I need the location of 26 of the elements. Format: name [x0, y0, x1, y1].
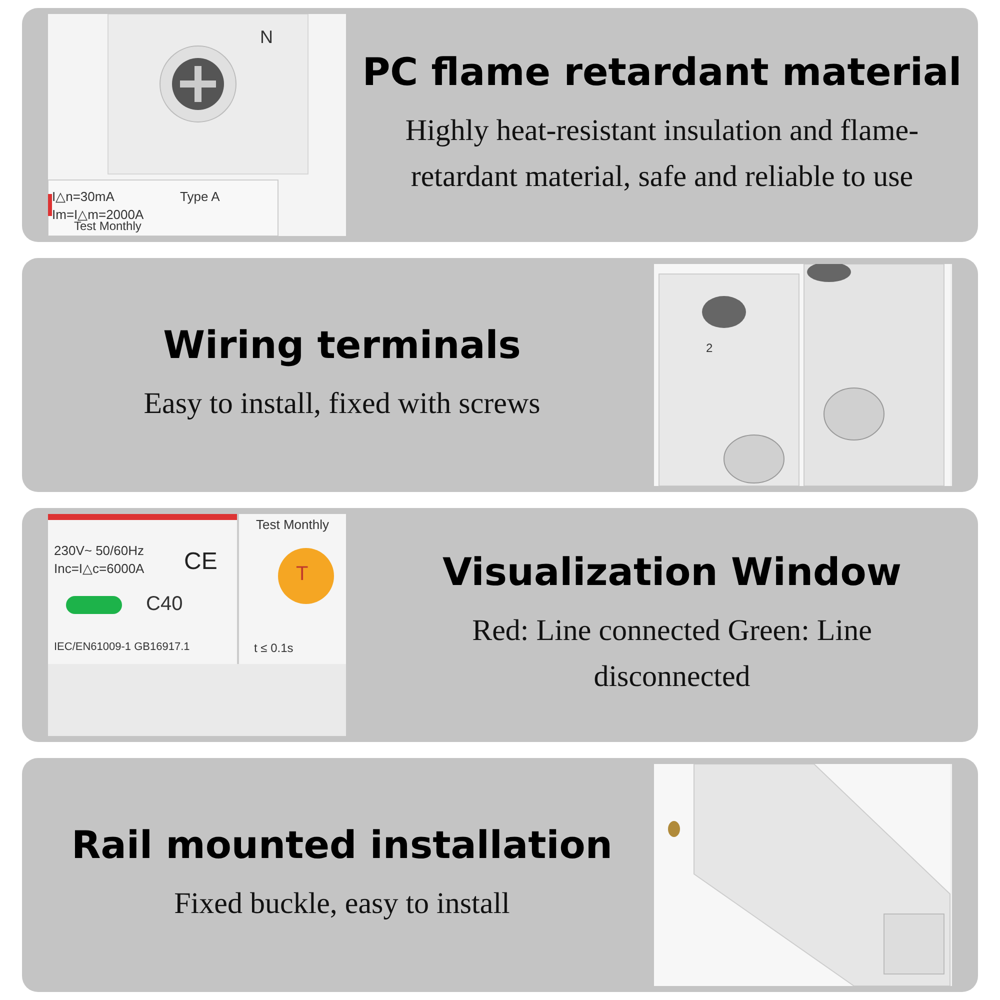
test-text: Test Monthly — [74, 220, 142, 232]
certification-mark: CE — [184, 550, 218, 574]
feature-heading: PC flame retardant material — [362, 50, 962, 94]
rating-text: Inc=I△c=6000A — [54, 562, 144, 575]
standard-text: IEC/EN61009-1 GB16917.1 — [54, 642, 190, 653]
test-button-letter: T — [296, 564, 308, 584]
feature-panel — [22, 758, 978, 992]
feature-panel — [22, 8, 978, 242]
feature-panel — [22, 508, 978, 742]
terminal-letter: N — [260, 28, 273, 46]
feature-description: Red: Line connected Green: Line disconnected — [471, 612, 873, 695]
feature-description: Easy to install, fixed with screws — [144, 386, 540, 422]
feature-heading: Rail mounted installation — [72, 822, 612, 867]
rating-text: I△n=30mA — [52, 190, 114, 203]
terminal-number: 2 — [706, 342, 713, 354]
trip-time-text: t ≤ 0.1s — [254, 642, 294, 654]
rating-text: Type A — [180, 190, 220, 203]
rating-text: Im=I△m=2000A — [52, 208, 144, 221]
feature-heading: Visualization Window — [442, 550, 902, 594]
feature-heading: Wiring terminals — [163, 322, 521, 367]
feature-panel — [22, 258, 978, 492]
rating-text: 230V~ 50/60Hz — [54, 544, 144, 557]
feature-description: Fixed buckle, easy to install — [174, 886, 510, 922]
rating-text: C40 — [146, 594, 183, 614]
test-text: Test Monthly — [256, 518, 329, 531]
feature-description: Highly heat-resistant insulation and flame-retardant material, safe and reliable to use — [404, 112, 920, 195]
